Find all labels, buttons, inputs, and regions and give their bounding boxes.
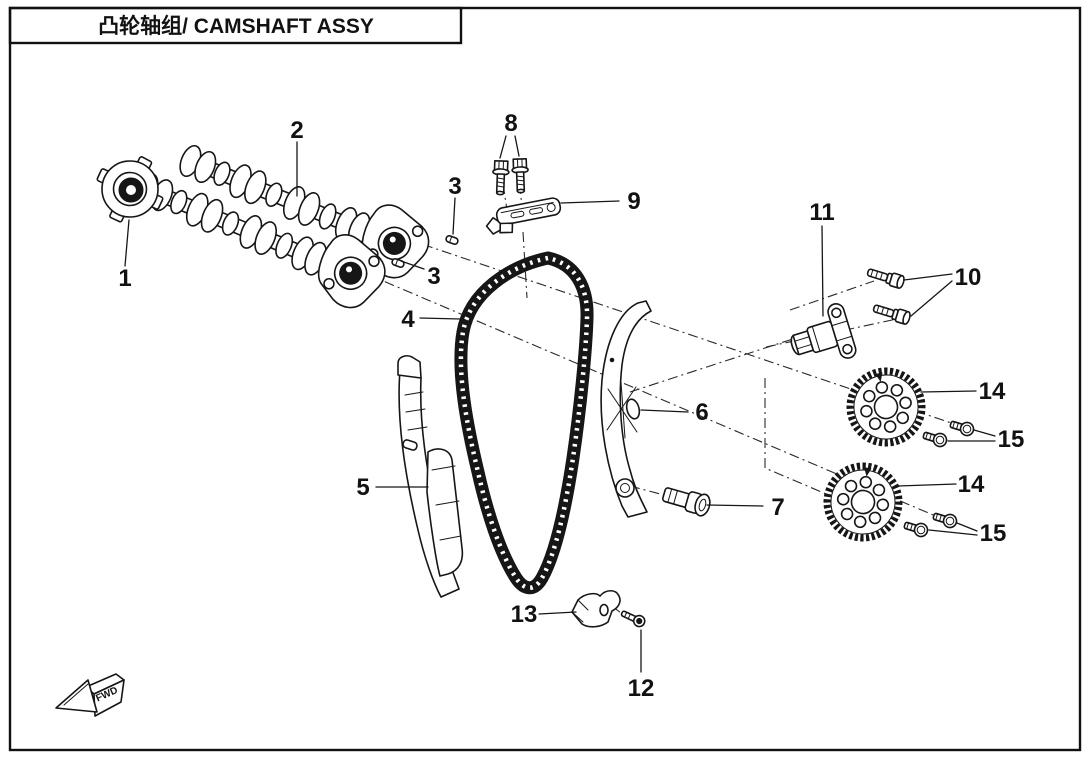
part-14-sprocket-upper xyxy=(843,364,928,449)
callout-3a: 3 xyxy=(448,173,461,200)
part-11-chain-tensioner xyxy=(790,303,857,359)
part-6-tensioner-guide xyxy=(600,300,652,518)
part-5-chain-guide xyxy=(397,355,464,598)
callout-15b: 15 xyxy=(980,520,1007,547)
part-12-bolt xyxy=(620,610,646,628)
callout-13: 13 xyxy=(511,601,538,628)
callout-8: 8 xyxy=(504,110,517,137)
callout-5: 5 xyxy=(356,474,369,501)
part-10-bolt-b xyxy=(871,300,913,326)
callout-1: 1 xyxy=(118,265,131,292)
callout-14b: 14 xyxy=(958,471,985,498)
callout-numbers: 1 2 3 3 4 5 6 7 8 9 10 11 12 13 14 14 15… xyxy=(118,110,1024,702)
part-8-bolt-b xyxy=(510,157,530,194)
part-4-timing-chain xyxy=(454,251,594,595)
callout-12: 12 xyxy=(628,675,655,702)
title-block xyxy=(8,6,463,45)
callout-9: 9 xyxy=(627,188,640,215)
callout-3b: 3 xyxy=(427,263,440,290)
part-15-bolt-b xyxy=(948,417,976,438)
part-8-bolt-a xyxy=(491,159,511,196)
page-title: 凸轮轴组/ CAMSHAFT ASSY xyxy=(98,14,374,38)
part-1-trigger-disc xyxy=(96,156,164,223)
drawing-frame xyxy=(8,6,1082,752)
callout-4: 4 xyxy=(401,306,415,333)
part-3-dowel-pin-a xyxy=(444,234,460,246)
callout-6: 6 xyxy=(695,399,708,426)
callout-10: 10 xyxy=(955,264,982,291)
part-9-top-guide xyxy=(485,197,562,235)
callout-14a: 14 xyxy=(979,378,1006,405)
part-7-pivot-bolt xyxy=(661,487,711,517)
callout-11: 11 xyxy=(809,199,834,226)
callout-leaders xyxy=(124,135,996,673)
callout-2: 2 xyxy=(290,117,303,144)
part-10-bolt-a xyxy=(865,264,907,290)
fwd-arrow: FWD xyxy=(55,673,125,717)
callout-15a: 15 xyxy=(998,426,1025,453)
part-15-bolt-c xyxy=(902,518,930,539)
part-13-guide-clamp xyxy=(571,589,621,628)
part-15-bolt-d xyxy=(931,509,959,530)
part-15-bolt-a xyxy=(921,428,949,449)
callout-7: 7 xyxy=(771,494,784,521)
